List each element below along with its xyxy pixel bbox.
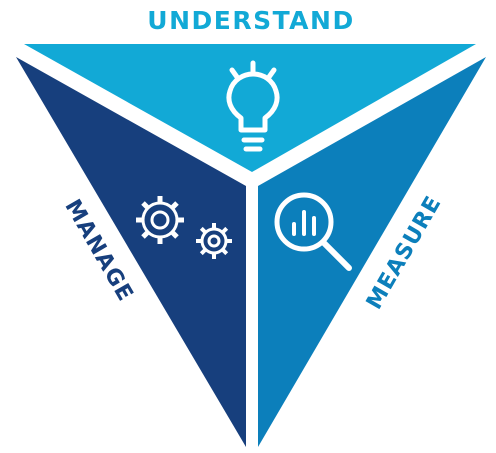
- magnifier-chart-icon: [274, 192, 352, 271]
- manage-segment: [16, 57, 246, 447]
- measure-segment: [258, 57, 486, 447]
- lightbulb-icon: [226, 60, 280, 152]
- large-gear-icon: [136, 196, 184, 244]
- gears-icon: [136, 196, 232, 259]
- understand-segment: [24, 44, 476, 172]
- understand-label: UNDERSTAND: [147, 6, 354, 35]
- small-gear-icon: [196, 223, 232, 259]
